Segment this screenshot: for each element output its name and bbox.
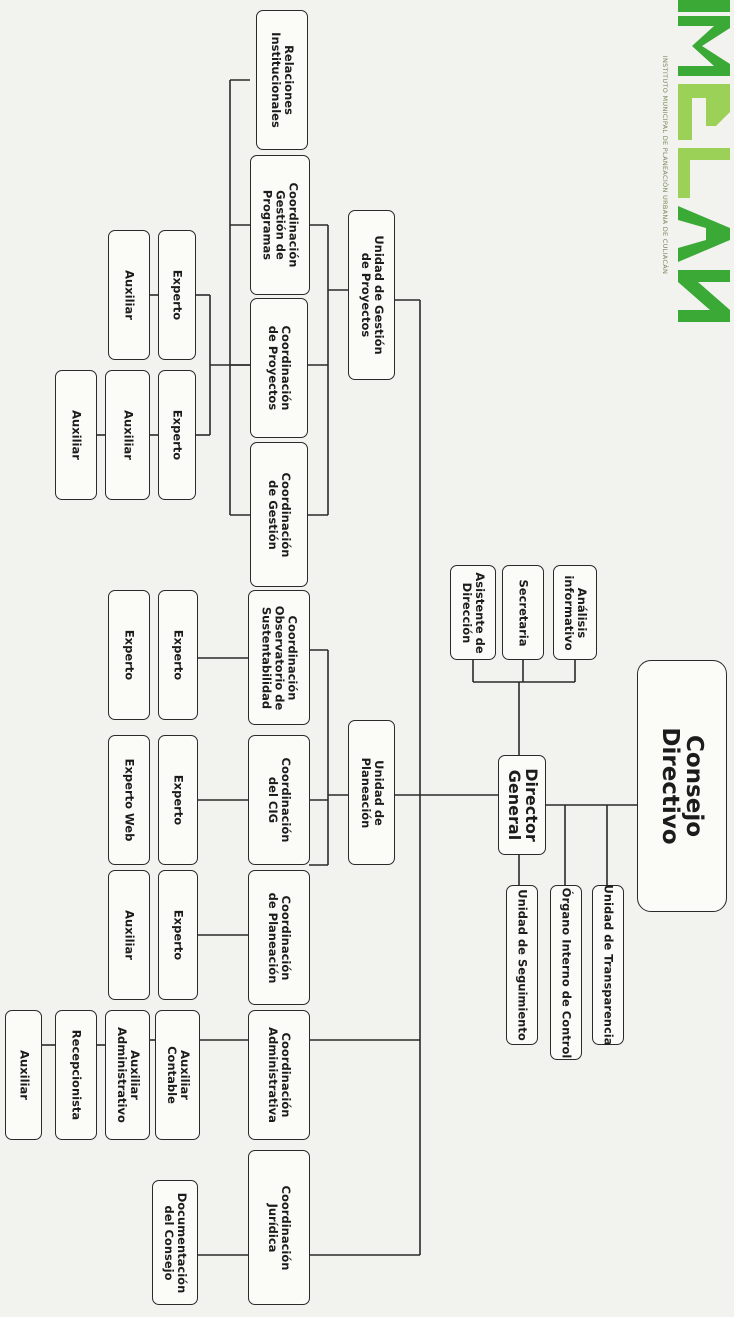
node-experto-proyectos-1: Experto bbox=[158, 230, 196, 360]
node-auxiliar-planeacion: Auxiliar bbox=[108, 870, 150, 1000]
node-auxiliar-administracion: Auxiliar bbox=[5, 1010, 42, 1140]
logo-wordmark bbox=[678, 0, 730, 322]
node-coordinacion-planeacion: Coordinación de Planeación bbox=[248, 870, 310, 1005]
node-secretaria: Secretaria bbox=[502, 565, 544, 660]
node-asistente-direccion: Asistente de Dirección bbox=[450, 565, 496, 660]
node-auxiliar-proyectos-2: Auxiliar bbox=[105, 370, 150, 500]
node-recepcionista: Recepcionista bbox=[55, 1010, 97, 1140]
node-consejo-directivo: Consejo Directivo bbox=[637, 660, 727, 912]
node-relaciones-institucionales: Relaciones Institucionales bbox=[256, 10, 308, 150]
node-director-general: Director General bbox=[498, 755, 546, 855]
node-documentacion-consejo: Documentación del Consejo bbox=[152, 1180, 198, 1305]
node-experto-planeacion: Experto bbox=[158, 870, 198, 1000]
node-coordinacion-cig: Coordinación del CIG bbox=[248, 735, 310, 865]
node-coordinacion-gestion-programas: Coordinación Gestión de Programas bbox=[250, 155, 310, 295]
implan-logo: INSTITUTO MUNICIPAL DE PLANEACIÓN URBANA… bbox=[644, 0, 734, 330]
node-experto-cig: Experto bbox=[158, 735, 198, 865]
node-unidad-planeacion: Unidad de Planeación bbox=[348, 720, 395, 865]
node-auxiliar-proyectos-1: Auxiliar bbox=[108, 230, 150, 360]
node-coordinacion-juridica: Coordinación Jurídica bbox=[248, 1150, 310, 1305]
node-coordinacion-observatorio: Coordinación Observatorio de Sustentabil… bbox=[248, 590, 310, 725]
logo-subtitle: INSTITUTO MUNICIPAL DE PLANEACIÓN URBANA… bbox=[661, 55, 669, 275]
node-auxiliar-contable: Auxiliar Contable bbox=[155, 1010, 200, 1140]
node-experto-observatorio-2: Experto bbox=[108, 590, 150, 720]
node-unidad-transparencia: Unidad de Transparencia bbox=[592, 885, 624, 1045]
node-analisis-informativo: Análisis informativo bbox=[553, 565, 597, 660]
node-experto-web: Experto Web bbox=[108, 735, 150, 865]
node-coordinacion-gestion: Coordinación de Gestión bbox=[250, 442, 308, 587]
node-experto-proyectos-2: Experto bbox=[158, 370, 196, 500]
node-unidad-gestion-proyectos: Unidad de Gestión de Proyectos bbox=[348, 210, 395, 380]
node-coordinacion-proyectos: Coordinación de Proyectos bbox=[250, 298, 308, 438]
node-coordinacion-administrativa: Coordinación Administrativa bbox=[248, 1010, 310, 1140]
node-auxiliar-proyectos-3: Auxiliar bbox=[55, 370, 97, 500]
node-unidad-seguimiento: Unidad de Seguimiento bbox=[506, 885, 538, 1045]
node-auxiliar-administrativo: Auxiliar Administrativo bbox=[105, 1010, 150, 1140]
node-experto-observatorio-1: Experto bbox=[158, 590, 198, 720]
node-organo-interno-control: Órgano Interno de Control bbox=[550, 885, 582, 1060]
